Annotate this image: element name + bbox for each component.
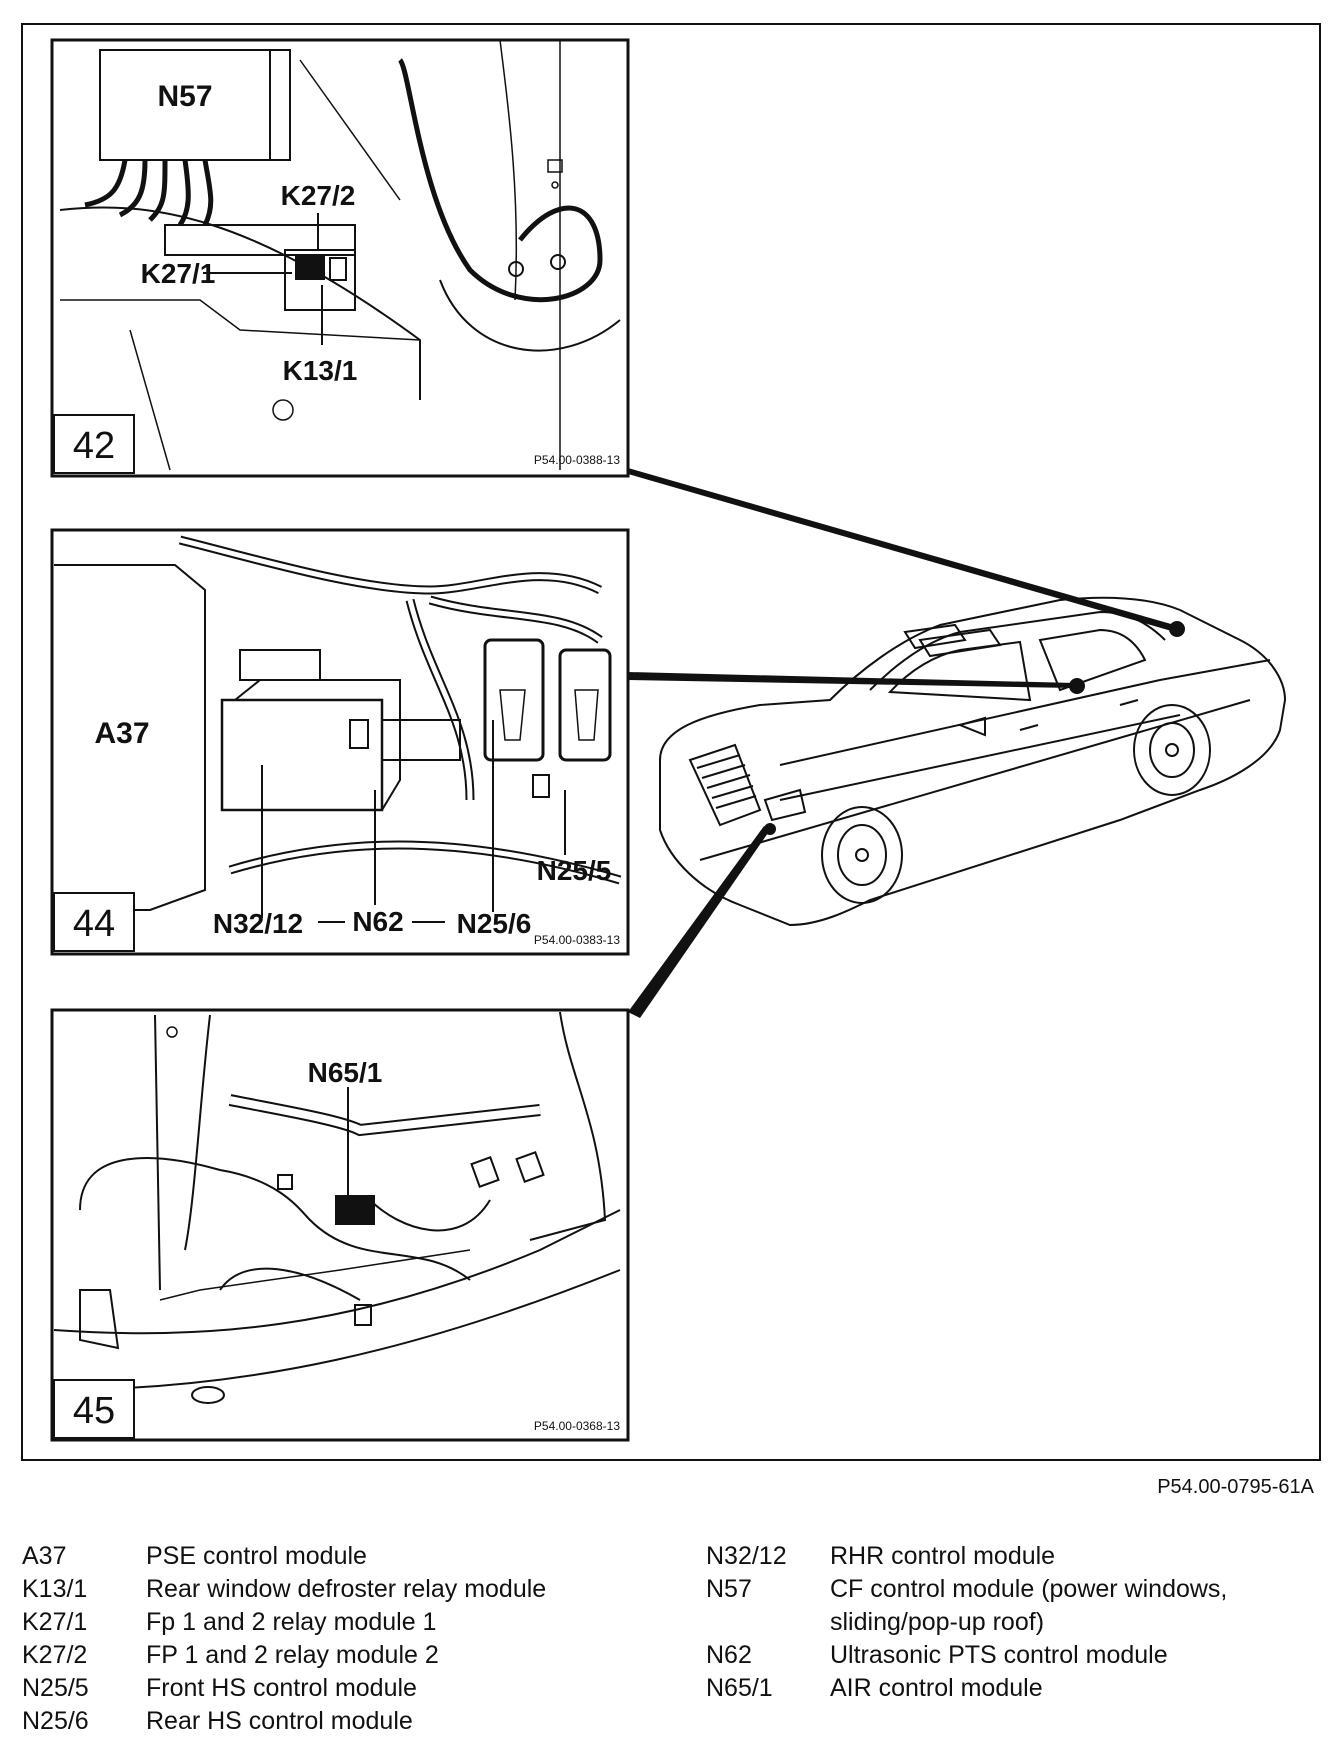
callout-k13-1: K13/1 (283, 355, 358, 386)
legend-key: N32/12 (706, 1542, 787, 1570)
location-diagram: 42 N57 K27/2 K27/1 K13/1 P54.00-0388-13 (21, 23, 1321, 1461)
legend-key: K13/1 (22, 1575, 88, 1603)
panel-44: 44 A37 N25/5 N32/12 N62 N25/6 P54.00-038… (50, 528, 630, 956)
legend-key: N57 (706, 1575, 752, 1603)
legend-row: K27/2 FP 1 and 2 relay module 2 (22, 1639, 642, 1672)
legend-row: A37 PSE control module (22, 1540, 642, 1573)
location-dot-front (764, 823, 776, 835)
legend-value: Rear HS control module (146, 1707, 413, 1735)
legend-key: N25/6 (22, 1707, 89, 1735)
connector-lines (628, 468, 1178, 1018)
legend-value: RHR control module (830, 1542, 1056, 1570)
legend-row: N65/1 AIR control module (706, 1672, 1306, 1705)
panel-45-number: 45 (73, 1390, 115, 1432)
callout-k27-1: K27/1 (141, 258, 216, 289)
legend-key: K27/1 (22, 1608, 88, 1636)
legend-row: K13/1 Rear window defroster relay module (22, 1573, 642, 1606)
callout-n57: N57 (157, 80, 212, 113)
legend-value: AIR control module (830, 1674, 1043, 1702)
panel-44-number: 44 (73, 903, 115, 945)
legend-row: N25/5 Front HS control module (22, 1672, 642, 1705)
legend-value: FP 1 and 2 relay module 2 (146, 1641, 439, 1669)
panel-42: 42 N57 K27/2 K27/1 K13/1 P54.00-0388-13 (50, 38, 630, 478)
legend-value: Fp 1 and 2 relay module 1 (146, 1608, 437, 1636)
legend-value: Rear window defroster relay module (146, 1575, 547, 1603)
location-dot-door (1069, 678, 1085, 694)
legend-key: K27/2 (22, 1641, 88, 1669)
legend-key: N62 (706, 1641, 752, 1669)
legend-key: N65/1 (706, 1674, 773, 1702)
callout-n25-6: N25/6 (457, 908, 532, 939)
callout-k27-2: K27/2 (281, 180, 356, 211)
legend-value: Front HS control module (146, 1674, 417, 1702)
figure-frame (21, 23, 1321, 1461)
panel-45-code: P54.00-0368-13 (534, 1419, 620, 1433)
legend-row: N62 Ultrasonic PTS control module (706, 1639, 1306, 1672)
callout-n32-12: N32/12 (213, 908, 303, 939)
legend-right: N32/12 RHR control module N57 CF control m… (706, 1540, 1306, 1705)
legend-key: A37 (22, 1542, 67, 1570)
legend-value: Ultrasonic PTS control module (830, 1641, 1168, 1669)
legend-row: K27/1 Fp 1 and 2 relay module 1 (22, 1606, 642, 1639)
legend-row: N32/12 RHR control module (706, 1540, 1306, 1573)
panel-45: 45 N65/1 P54.00-0368-13 (50, 1008, 630, 1442)
legend-value: CF control module (power windows, slidin… (830, 1575, 1228, 1636)
callout-n25-5: N25/5 (537, 855, 612, 886)
callout-n65-1: N65/1 (308, 1057, 383, 1088)
callout-n62: N62 (352, 906, 403, 937)
legend-key: N25/5 (22, 1674, 89, 1702)
location-dot-trunk (1169, 621, 1185, 637)
car-illustration (659, 596, 1287, 927)
figure-code: P54.00-0795-61A (1157, 1476, 1314, 1498)
panel-42-code: P54.00-0388-13 (534, 453, 620, 467)
callout-a37: A37 (94, 717, 149, 750)
legend-left: A37 PSE control module K13/1 Rear window d… (22, 1540, 642, 1738)
legend-row: N25/6 Rear HS control module (22, 1705, 642, 1738)
legend-row: N57 CF control module (power windows, sli… (706, 1573, 1306, 1639)
legend-value: PSE control module (146, 1542, 367, 1570)
panel-42-number: 42 (73, 425, 115, 467)
panel-44-code: P54.00-0383-13 (534, 933, 620, 947)
